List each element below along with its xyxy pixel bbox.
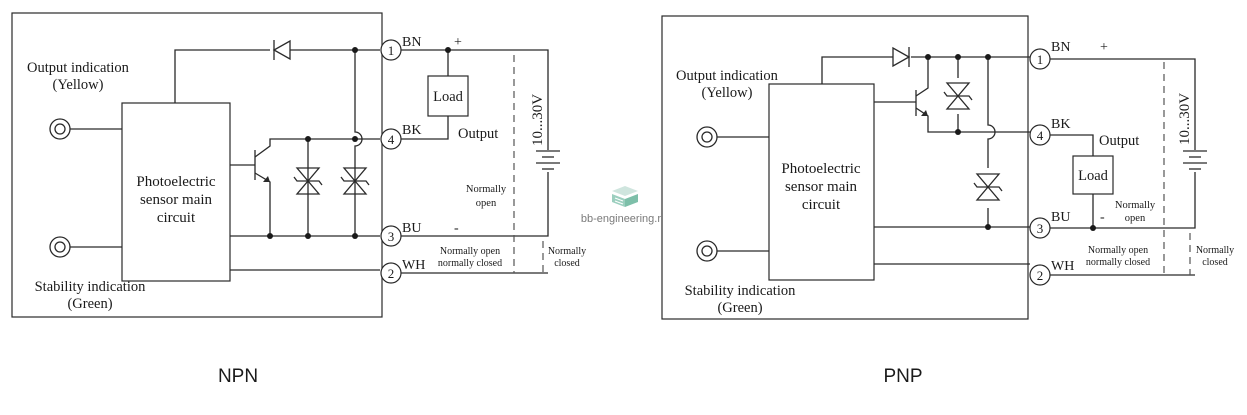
npn-stability-indication-color: (Green) (67, 296, 112, 312)
pnp-stability-led-icon (696, 240, 769, 262)
npn-wh-mode-line-1: Normally open (440, 246, 500, 257)
pnp-terminal-4-wire: BK (1051, 117, 1070, 132)
npn-diode-icon (272, 39, 291, 61)
npn-wh-mode-line-2: normally closed (438, 258, 502, 269)
pnp-diode-icon (892, 46, 911, 68)
npn-terminal-2: 2 WH (380, 258, 425, 284)
npn-external-wiring (401, 49, 549, 274)
npn-tvs-diode-icon (340, 167, 370, 195)
npn-diagram: Output indication (Yellow) Stability ind… (11, 12, 586, 387)
npn-junction-dots (267, 47, 358, 239)
pnp-normally-closed-line-1: Normally (1196, 245, 1234, 256)
npn-terminal-3-number: 3 (388, 229, 395, 244)
pnp-terminal-4: 4 BK Output (1029, 117, 1139, 149)
npn-stability-indication-label: Stability indication (35, 279, 147, 295)
npn-terminal-1: 1 BN + (380, 35, 462, 61)
pnp-main-circuit-line-3: circuit (802, 197, 841, 213)
npn-terminal-3: 3 BU - (380, 221, 459, 247)
pnp-normally-open-line-2: open (1125, 213, 1146, 224)
npn-load-box (427, 75, 469, 117)
pnp-external-wiring (1050, 58, 1196, 276)
npn-terminal-1-number: 1 (388, 43, 395, 58)
pnp-terminal-2-wire: WH (1051, 259, 1074, 274)
pnp-terminal-1-wire: BN (1051, 40, 1070, 55)
pnp-terminal-2: 2 WH (1029, 259, 1074, 286)
npn-emitter-arrow-icon (263, 176, 270, 182)
npn-load-label: Load (433, 89, 464, 105)
npn-output-indication-color: (Yellow) (53, 77, 104, 93)
pnp-output-label: Output (1099, 133, 1139, 149)
watermark: bb-engineering.ru (581, 186, 667, 225)
pnp-terminal-1-number: 1 (1037, 52, 1044, 67)
npn-normally-closed-line-2: closed (554, 258, 580, 269)
pnp-terminal-2-number: 2 (1037, 268, 1044, 283)
npn-terminal-1-wire: BN (402, 35, 421, 50)
pnp-load-box (1072, 155, 1114, 195)
pnp-normally-open-line-1: Normally (1115, 200, 1156, 211)
watermark-text: bb-engineering.ru (581, 213, 667, 225)
npn-terminal-2-wire: WH (402, 258, 425, 273)
pnp-normally-closed-line-2: closed (1202, 257, 1228, 268)
pnp-main-circuit-line-2: sensor main (785, 179, 858, 195)
pnp-tvs-diode-icon (973, 173, 1003, 201)
pnp-terminal-4-number: 4 (1037, 128, 1044, 143)
npn-main-circuit-line-2: sensor main (140, 192, 213, 208)
npn-tvs-diode-icon (293, 167, 323, 195)
pnp-terminal-3-number: 3 (1037, 221, 1044, 236)
npn-load-junction (445, 47, 451, 53)
pnp-terminal-3-wire: BU (1051, 210, 1070, 225)
pnp-junction-dots (925, 54, 991, 230)
pnp-stability-indication-label: Stability indication (685, 283, 797, 299)
pnp-tvs-diode-icon (943, 82, 973, 110)
pnp-load-label: Load (1078, 168, 1109, 184)
npn-terminal-1-sign: + (454, 35, 462, 50)
stack-logo-icon (612, 186, 638, 207)
pnp-supply-voltage: 10...30V (1177, 93, 1193, 145)
npn-terminal-4-wire: BK (402, 123, 421, 138)
npn-output-indication-label: Output indication (27, 60, 130, 76)
npn-terminal-3-sign: - (454, 221, 459, 236)
pnp-diagram: Output indication (Yellow) Stability ind… (661, 15, 1234, 387)
npn-output-led-icon (49, 118, 122, 140)
npn-normally-open-line-1: Normally (466, 184, 507, 195)
pnp-wh-mode-line-1: Normally open (1088, 245, 1148, 256)
npn-normally-closed-line-1: Normally (548, 246, 586, 257)
pnp-terminal-3-sign: - (1100, 210, 1105, 225)
pnp-emitter-arrow-icon (921, 110, 928, 116)
pnp-load-junction (1090, 225, 1096, 231)
npn-stability-led-icon (49, 236, 122, 258)
pnp-output-indication-color: (Yellow) (702, 85, 753, 101)
pnp-caption: PNP (883, 366, 922, 387)
pnp-main-circuit-line-1: Photoelectric (781, 161, 860, 177)
npn-caption: NPN (218, 366, 258, 387)
npn-main-circuit-box (121, 102, 231, 282)
npn-main-circuit-line-1: Photoelectric (136, 174, 215, 190)
npn-terminal-4: 4 BK Output (380, 123, 498, 150)
npn-supply-voltage: 10...30V (530, 94, 546, 146)
npn-terminal-3-wire: BU (402, 221, 421, 236)
pnp-main-circuit-box (768, 83, 875, 281)
pnp-terminal-3: 3 BU - (1029, 210, 1105, 239)
pnp-stability-indication-color: (Green) (717, 300, 762, 316)
pnp-terminal-1-sign: + (1100, 40, 1108, 55)
pnp-internal-wiring (821, 56, 1030, 265)
pnp-terminal-1: 1 BN + (1029, 40, 1108, 70)
npn-battery-icon (536, 150, 560, 170)
pnp-wh-mode-line-2: normally closed (1086, 257, 1150, 268)
pnp-output-led-icon (696, 126, 769, 148)
npn-terminal-2-number: 2 (388, 266, 395, 281)
npn-terminal-4-number: 4 (388, 132, 395, 147)
pnp-output-indication-label: Output indication (676, 68, 779, 84)
npn-normally-open-line-2: open (476, 198, 497, 209)
npn-output-label: Output (458, 126, 498, 142)
pnp-battery-icon (1183, 150, 1207, 170)
npn-main-circuit-line-3: circuit (157, 210, 196, 226)
